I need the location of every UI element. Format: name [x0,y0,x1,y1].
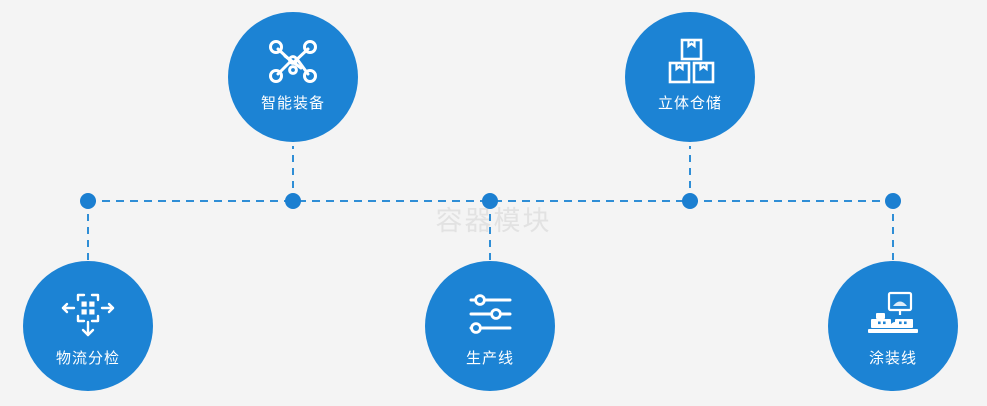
node-smart-equipment[interactable]: 智能装备 [228,12,358,142]
node-painting-line[interactable]: 涂装线 [828,261,958,391]
factory-workstation-icon [868,291,918,333]
node-label: 智能装备 [260,95,325,112]
junction-dot [885,193,901,209]
node-label: 物流分检 [55,350,120,367]
watermark-text: 容器模块 [435,206,552,236]
junction-dot [682,193,698,209]
node-label: 生产线 [465,350,514,367]
stacked-boxes-icon [668,38,715,84]
junction-dot [482,193,498,209]
node-label: 涂装线 [868,350,917,367]
node-logistics-sorting[interactable]: 物流分检 [23,261,153,391]
network-nodes-icon [269,40,317,83]
junction-dot [285,193,301,209]
junction-dot [80,193,96,209]
node-stereo-warehouse[interactable]: 立体仓储 [625,12,755,142]
node-production-line[interactable]: 生产线 [425,261,555,391]
node-label: 立体仓储 [657,95,722,112]
sorting-arrows-icon [61,293,115,337]
sliders-icon [469,294,512,334]
